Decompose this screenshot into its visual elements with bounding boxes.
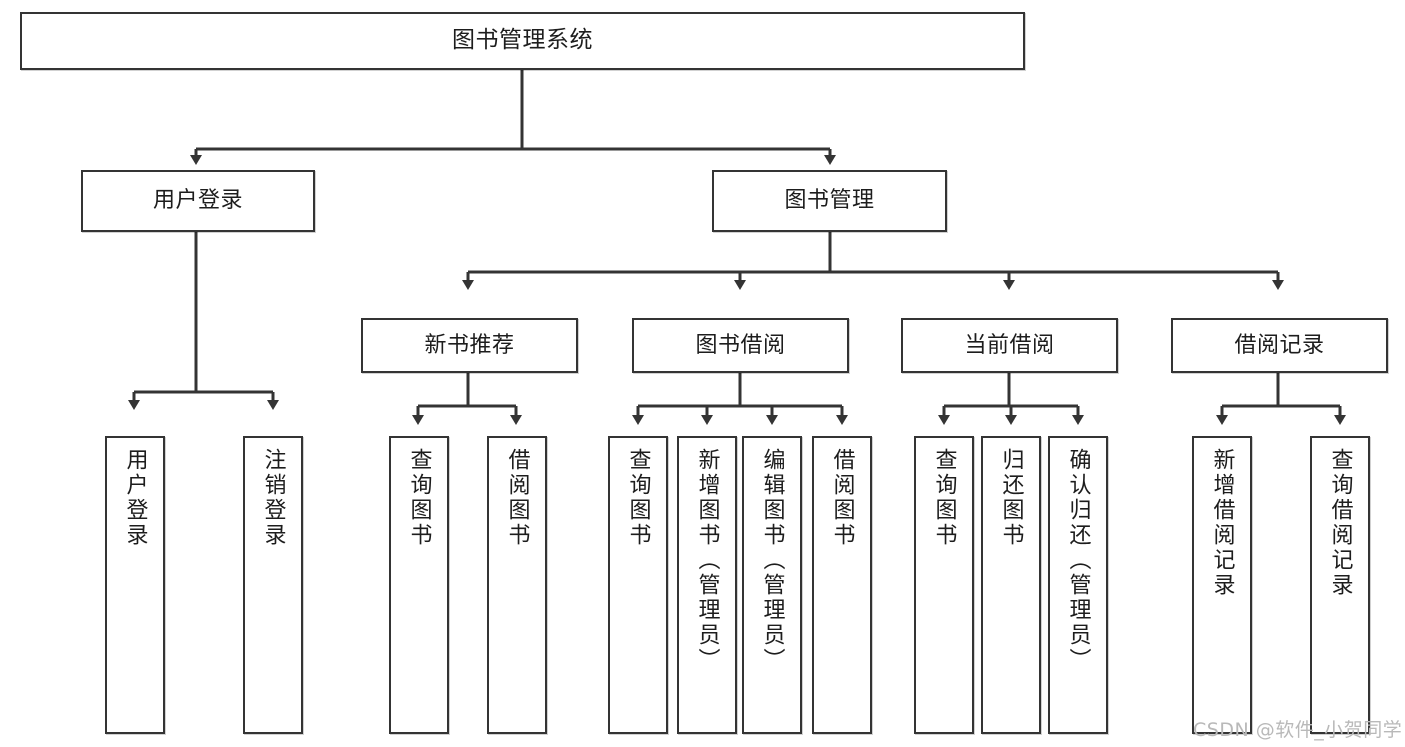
leaf-book-borrow-add[interactable]: 新增图书（管理员） xyxy=(677,436,737,734)
leaf-user-login-logout[interactable]: 注销登录 xyxy=(243,436,303,734)
leaf-label: 新增图书（管理员） xyxy=(694,448,720,673)
leaf-current-borrow-query[interactable]: 查询图书 xyxy=(914,436,974,734)
node-borrow-record-label: 借阅记录 xyxy=(1234,332,1325,358)
leaf-book-borrow-query[interactable]: 查询图书 xyxy=(608,436,668,734)
leaf-user-login-login[interactable]: 用户登录 xyxy=(105,436,165,734)
csdn-watermark: CSDN @软件_小贺同学 xyxy=(1193,719,1403,741)
leaf-label: 借阅图书 xyxy=(504,448,530,548)
leaf-borrow-record-add[interactable]: 新增借阅记录 xyxy=(1192,436,1252,734)
node-root[interactable]: 图书管理系统 xyxy=(20,12,1025,70)
leaf-label: 查询图书 xyxy=(931,448,957,548)
leaf-book-borrow-borrow[interactable]: 借阅图书 xyxy=(812,436,872,734)
node-borrow-record[interactable]: 借阅记录 xyxy=(1171,318,1388,373)
node-root-label: 图书管理系统 xyxy=(452,27,593,54)
leaf-current-borrow-confirm-return[interactable]: 确认归还（管理员） xyxy=(1048,436,1108,734)
node-current-borrow-label: 当前借阅 xyxy=(964,332,1055,358)
node-new-book-recommend[interactable]: 新书推荐 xyxy=(361,318,578,373)
node-user-login[interactable]: 用户登录 xyxy=(81,170,315,232)
leaf-label: 查询图书 xyxy=(406,448,432,548)
node-user-login-label: 用户登录 xyxy=(152,188,243,214)
leaf-book-borrow-edit[interactable]: 编辑图书（管理员） xyxy=(742,436,802,734)
leaf-label: 查询借阅记录 xyxy=(1327,448,1353,598)
node-current-borrow[interactable]: 当前借阅 xyxy=(901,318,1118,373)
leaf-label: 用户登录 xyxy=(122,448,148,548)
node-book-management-label: 图书管理 xyxy=(784,188,875,214)
node-book-management[interactable]: 图书管理 xyxy=(712,170,947,232)
node-book-borrow-label: 图书借阅 xyxy=(695,332,786,358)
leaf-current-borrow-return[interactable]: 归还图书 xyxy=(981,436,1041,734)
leaf-label: 确认归还（管理员） xyxy=(1065,448,1091,673)
leaf-label: 编辑图书（管理员） xyxy=(759,448,785,673)
leaf-label: 归还图书 xyxy=(998,448,1024,548)
node-new-book-recommend-label: 新书推荐 xyxy=(424,332,515,358)
leaf-label: 查询图书 xyxy=(625,448,651,548)
leaf-new-book-query[interactable]: 查询图书 xyxy=(389,436,449,734)
leaf-borrow-record-query[interactable]: 查询借阅记录 xyxy=(1310,436,1370,734)
leaf-new-book-borrow[interactable]: 借阅图书 xyxy=(487,436,547,734)
node-book-borrow[interactable]: 图书借阅 xyxy=(632,318,849,373)
leaf-label: 新增借阅记录 xyxy=(1209,448,1235,598)
leaf-label: 注销登录 xyxy=(260,448,286,548)
leaf-label: 借阅图书 xyxy=(829,448,855,548)
